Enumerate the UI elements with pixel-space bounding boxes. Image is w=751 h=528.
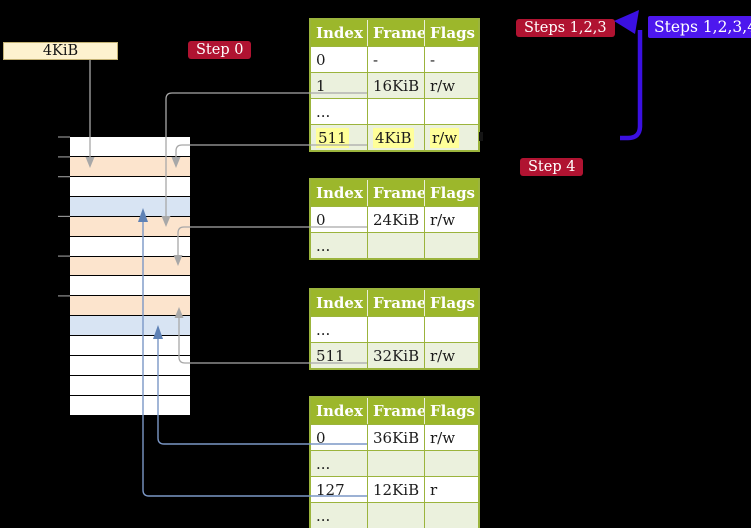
table-cell	[367, 317, 424, 342]
table-cell: ...	[316, 236, 331, 255]
table-row: ...	[311, 316, 478, 342]
table-cell: ...	[316, 454, 331, 473]
table-cell: r/w	[424, 125, 478, 150]
table-row: ...	[311, 98, 478, 124]
table-row: ...	[311, 232, 478, 258]
table-cell: 0	[316, 428, 326, 447]
memory-row-blue	[70, 195, 190, 216]
table-cell: r/w	[424, 425, 478, 450]
column-header: Index	[316, 294, 363, 312]
table-cell: 0	[316, 210, 326, 229]
badge-step-4: Step 4	[520, 158, 584, 176]
table-cell: 16KiB	[367, 73, 424, 98]
table-cell	[424, 503, 478, 528]
table-cell: ...	[316, 506, 331, 525]
table-cell: 0	[316, 50, 326, 69]
badge-step-0: Step 0	[188, 41, 252, 59]
table-cell: ...	[316, 102, 331, 121]
table-cell: 511	[316, 346, 345, 365]
memory-row-white	[70, 394, 190, 415]
column-header: Frame	[367, 398, 424, 424]
table-row: ...	[311, 502, 478, 528]
table-cell: r	[424, 477, 478, 502]
column-header: Flags	[424, 180, 478, 206]
table-cell: ...	[316, 320, 331, 339]
column-header: Frame	[367, 180, 424, 206]
table-cell: 127	[316, 480, 345, 499]
column-header: Index	[316, 24, 363, 42]
column-header: Flags	[424, 398, 478, 424]
memory-row-peach	[70, 215, 190, 236]
memory-column	[70, 137, 190, 415]
column-header: Index	[316, 402, 363, 420]
table-cell	[424, 317, 478, 342]
badge-steps-123: Steps 1,2,3	[516, 19, 615, 37]
table-cell: -	[367, 47, 424, 72]
table-cell: 1	[316, 76, 326, 95]
memory-row-blue	[70, 315, 190, 336]
badge-steps-1234: Steps 1,2,3,4	[648, 16, 751, 38]
column-header: Index	[316, 184, 363, 202]
memory-row-white	[70, 175, 190, 196]
memory-row-white	[70, 335, 190, 356]
table-cell	[424, 233, 478, 258]
table-cell: r/w	[424, 343, 478, 368]
column-header: Flags	[424, 290, 478, 316]
table-cell	[424, 451, 478, 476]
memory-tick-marks	[58, 136, 70, 297]
table-cell: 511	[316, 127, 349, 148]
table-cell: r/w	[424, 73, 478, 98]
table-cell: 12KiB	[367, 477, 424, 502]
table-cell	[424, 99, 478, 124]
table-cell: 36KiB	[367, 425, 424, 450]
table-cell	[367, 451, 424, 476]
column-header: Frame	[367, 20, 424, 46]
memory-row-peach	[70, 155, 190, 176]
table-cell: 4KiB	[367, 125, 424, 150]
memory-row-white	[70, 235, 190, 256]
memory-row-white	[70, 137, 190, 156]
column-header: Frame	[367, 290, 424, 316]
table-cell: -	[424, 47, 478, 72]
memory-row-white	[70, 275, 190, 296]
memory-row-peach	[70, 295, 190, 316]
table-cell: 32KiB	[367, 343, 424, 368]
table-cell	[367, 233, 424, 258]
column-header: Flags	[424, 20, 478, 46]
table-cell: r/w	[424, 207, 478, 232]
table-row: 0 --	[311, 46, 478, 72]
table-cell: 24KiB	[367, 207, 424, 232]
page-size-label: 4KiB	[3, 42, 118, 60]
table-row: ...	[311, 450, 478, 476]
memory-row-peach	[70, 255, 190, 276]
loop-back-arrow-icon	[614, 10, 643, 141]
memory-row-white	[70, 375, 190, 395]
memory-row-white	[70, 355, 190, 376]
table-cell	[367, 503, 424, 528]
table-cell	[367, 99, 424, 124]
